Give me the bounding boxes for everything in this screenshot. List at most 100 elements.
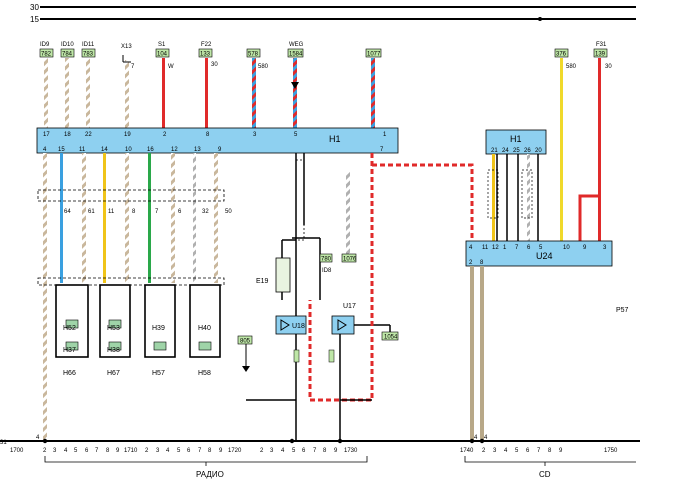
u24-pin-7: 7 bbox=[515, 245, 519, 251]
ruler-digit: 7 bbox=[95, 448, 99, 454]
u24-pin-4: 4 bbox=[469, 245, 473, 251]
ruler-digit: 7 bbox=[198, 448, 202, 454]
speaker-h52: H52 bbox=[63, 325, 76, 332]
ruler-digit: 5 bbox=[515, 448, 519, 454]
antenna-section: E19 780 ID8 1076 U18 U17 805 1054 bbox=[237, 153, 474, 440]
tag-780: 780 bbox=[321, 257, 332, 263]
speaker-group-4: H40 H58 bbox=[189, 284, 221, 377]
gnd-pin-b: 4 bbox=[474, 435, 478, 441]
h1-cd-pin-21: 21 bbox=[491, 148, 498, 154]
conn-s1: S1 bbox=[158, 42, 166, 48]
ruler-digit: 6 bbox=[85, 448, 89, 454]
h1-bottom-pin-11: 11 bbox=[79, 147, 86, 153]
conn-weg: WEG bbox=[289, 42, 304, 48]
bus-pin-32: 32 bbox=[202, 209, 209, 215]
ruler-digit: 8 bbox=[208, 448, 212, 454]
tag-578: 578 bbox=[248, 52, 259, 58]
u24-bottom-pin-8: 8 bbox=[480, 260, 484, 266]
tag-578-suffix: 580 bbox=[258, 64, 269, 70]
speaker-h57: H57 bbox=[152, 370, 165, 377]
grid-ruler: 1700 2 3 4 5 6 7 8 9 1710 2 3 4 5 6 7 8 … bbox=[10, 448, 636, 479]
tag-376: 376 bbox=[556, 52, 567, 58]
f31-suffix: 30 bbox=[605, 64, 612, 70]
ruler-digit: 8 bbox=[106, 448, 110, 454]
f22-suffix: 30 bbox=[211, 62, 218, 68]
h1-bottom-pin-12: 12 bbox=[171, 147, 178, 153]
u24-pin-11: 11 bbox=[482, 245, 489, 251]
speaker-h37: H37 bbox=[63, 347, 76, 354]
h1-top-pin-18: 18 bbox=[64, 132, 71, 138]
u24-pin-9: 9 bbox=[583, 245, 587, 251]
bus-pin-61: 61 bbox=[88, 209, 95, 215]
rail-15-label: 15 bbox=[30, 15, 39, 24]
h1-bottom-pin-9: 9 bbox=[218, 147, 222, 153]
u24-pin-5: 5 bbox=[539, 245, 543, 251]
ruler-digit: 2 bbox=[145, 448, 149, 454]
speaker-h66: H66 bbox=[63, 370, 76, 377]
ruler-digit: 5 bbox=[177, 448, 181, 454]
h1-top-pin-17: 17 bbox=[43, 132, 50, 138]
speaker-h58: H58 bbox=[198, 370, 211, 377]
rail-30-label: 30 bbox=[30, 3, 39, 12]
ruler-digit: 9 bbox=[559, 448, 563, 454]
h1-top-pin-22: 22 bbox=[85, 132, 92, 138]
tag-104: 104 bbox=[157, 52, 168, 58]
bus-pin-11: 11 bbox=[108, 209, 115, 215]
ruler-digit: 9 bbox=[219, 448, 223, 454]
bus-pin-7: 7 bbox=[155, 209, 159, 215]
bus-pin-8: 8 bbox=[132, 209, 136, 215]
h1-top-pin-5: 5 bbox=[294, 132, 298, 138]
u24-pin-1: 1 bbox=[503, 245, 507, 251]
ruler-digit: 6 bbox=[302, 448, 306, 454]
speaker-h53: H53 bbox=[107, 325, 120, 332]
tag-1054: 1054 bbox=[384, 335, 398, 341]
ruler-digit: 3 bbox=[270, 448, 274, 454]
h1-top-pin-19: 19 bbox=[124, 132, 131, 138]
speaker-wires bbox=[37, 153, 225, 441]
ruler-digit: 4 bbox=[281, 448, 285, 454]
cd-section: H1 21 24 25 26 20 U24 4 11 12 1 7 6 5 10… bbox=[465, 58, 629, 441]
ruler-digit: 3 bbox=[493, 448, 497, 454]
speaker-group-2: H53 H38 H67 bbox=[99, 284, 131, 377]
s1-suffix: W bbox=[168, 64, 174, 70]
ruler-digit: 5 bbox=[292, 448, 296, 454]
u24-pin-3: 3 bbox=[603, 245, 607, 251]
gnd-pin-a: 4 bbox=[36, 435, 40, 441]
h1-bottom-pin-14: 14 bbox=[101, 147, 108, 153]
ruler-mark-1740: 1740 bbox=[460, 448, 474, 454]
h1-cd-label: H1 bbox=[510, 134, 522, 144]
speaker-h38: H38 bbox=[107, 347, 120, 354]
tag-139: 139 bbox=[595, 52, 606, 58]
ruler-digit: 8 bbox=[323, 448, 327, 454]
tag-783: 783 bbox=[83, 52, 94, 58]
ruler-digit: 7 bbox=[313, 448, 317, 454]
h1-connector-block: H1 17 18 22 19 2 8 3 5 1 4 15 11 14 10 1… bbox=[36, 127, 399, 154]
ruler-digit: 3 bbox=[53, 448, 57, 454]
ruler-digit: 4 bbox=[64, 448, 68, 454]
conn-id10: ID10 bbox=[61, 42, 74, 48]
h1-input-wires bbox=[44, 55, 375, 128]
conn-f31: F31 bbox=[596, 42, 607, 48]
ruler-digit: 9 bbox=[116, 448, 120, 454]
ruler-digit: 5 bbox=[74, 448, 78, 454]
u18-label: U18 bbox=[292, 323, 305, 330]
conn-x13: X13 bbox=[121, 44, 132, 50]
u24-label: U24 bbox=[536, 251, 553, 261]
speaker-group-3: H39 H57 bbox=[144, 284, 176, 377]
tag-782: 782 bbox=[41, 52, 52, 58]
ruler-mark-1750: 1750 bbox=[604, 448, 618, 454]
h1-top-pin-3: 3 bbox=[253, 132, 257, 138]
tag-133: 133 bbox=[200, 52, 211, 58]
left-edge-label: 31 bbox=[0, 440, 7, 446]
top-connector-tags: ID9 782 ID10 784 ID11 783 X13 7 S1 104 W… bbox=[39, 42, 612, 89]
ruler-digit: 2 bbox=[260, 448, 264, 454]
tag-376-suffix: 580 bbox=[566, 64, 577, 70]
h1-cd-pin-24: 24 bbox=[502, 148, 509, 154]
ruler-digit: 4 bbox=[504, 448, 508, 454]
e19-label: E19 bbox=[256, 278, 269, 285]
ruler-digit: 8 bbox=[548, 448, 552, 454]
conn-id9: ID9 bbox=[40, 42, 50, 48]
tag-1077: 1077 bbox=[367, 52, 381, 58]
h1-bottom-pin-16: 16 bbox=[147, 147, 154, 153]
ruler-digit: 2 bbox=[482, 448, 486, 454]
